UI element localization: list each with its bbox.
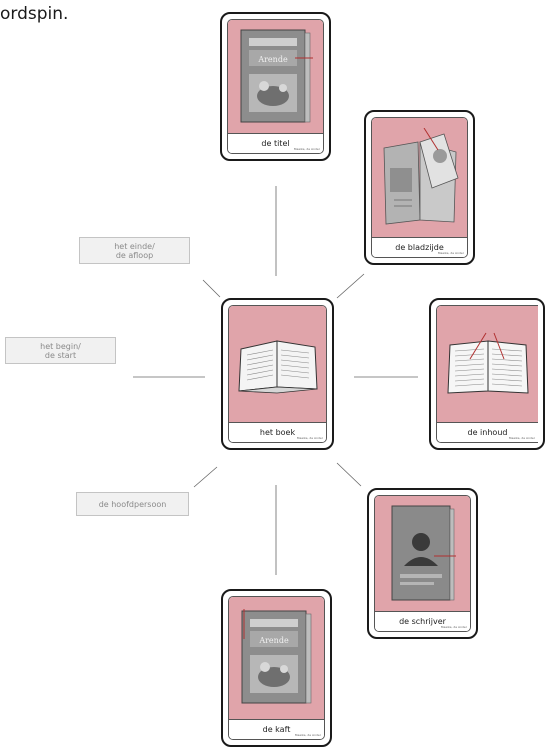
open-book-contents-illustration bbox=[437, 306, 538, 422]
book-author-illustration bbox=[375, 496, 470, 611]
connector-top-left bbox=[202, 279, 221, 298]
card-caption: de bladzijde bbox=[395, 243, 444, 252]
card-credit: Maaike, de Ander bbox=[508, 436, 535, 440]
label-hoofdpersoon: de hoofdpersoon bbox=[76, 492, 189, 516]
card-titel[interactable]: Arende de titel Maaike, de Ander bbox=[220, 12, 331, 161]
label-begin: het begin/ de start bbox=[5, 337, 116, 364]
book-cover-illustration: Arende bbox=[229, 597, 324, 719]
card-caption: het boek bbox=[259, 428, 296, 437]
card-caption: de kaft bbox=[262, 725, 291, 734]
card-caption: de inhoud bbox=[467, 428, 508, 437]
card-credit: Maaike, de Ander bbox=[294, 733, 321, 737]
card-caption: de titel bbox=[261, 139, 290, 148]
label-line: het einde/ bbox=[114, 241, 155, 251]
card-credit: Maaike, de Ander bbox=[440, 625, 467, 629]
book-cover-illustration: Arende bbox=[228, 20, 323, 133]
card-credit: Maaike, de Ander bbox=[437, 251, 464, 255]
connector-top-right bbox=[336, 273, 365, 299]
card-inhoud[interactable]: de inhoud Maaike, de Ander bbox=[429, 298, 545, 450]
card-bladzijde[interactable]: de bladzijde Maaike, de Ander bbox=[364, 110, 475, 265]
connector-bottom-left bbox=[193, 466, 218, 488]
label-einde: het einde/ de afloop bbox=[79, 237, 190, 264]
svg-text:Arende: Arende bbox=[257, 55, 288, 64]
card-credit: Maaike, de Ander bbox=[296, 436, 323, 440]
label-line: het begin/ bbox=[40, 341, 81, 351]
connector-bottom-right bbox=[336, 462, 362, 487]
card-caption: de schrijver bbox=[399, 617, 446, 626]
card-kaft[interactable]: Arende de kaft Maaike, de Ander bbox=[221, 589, 332, 747]
open-pages-illustration bbox=[372, 118, 467, 237]
label-line: de afloop bbox=[115, 250, 154, 260]
svg-text:Arende: Arende bbox=[258, 636, 289, 645]
card-boek[interactable]: het boek Maaike, de Ander bbox=[221, 298, 334, 450]
label-line: de hoofdpersoon bbox=[98, 499, 167, 509]
card-credit: Maaike, de Ander bbox=[293, 147, 320, 151]
card-schrijver[interactable]: de schrijver Maaike, de Ander bbox=[367, 488, 478, 639]
open-book-illustration bbox=[229, 306, 326, 422]
page-heading: ordspin. bbox=[0, 4, 69, 24]
label-line: de start bbox=[44, 350, 77, 360]
